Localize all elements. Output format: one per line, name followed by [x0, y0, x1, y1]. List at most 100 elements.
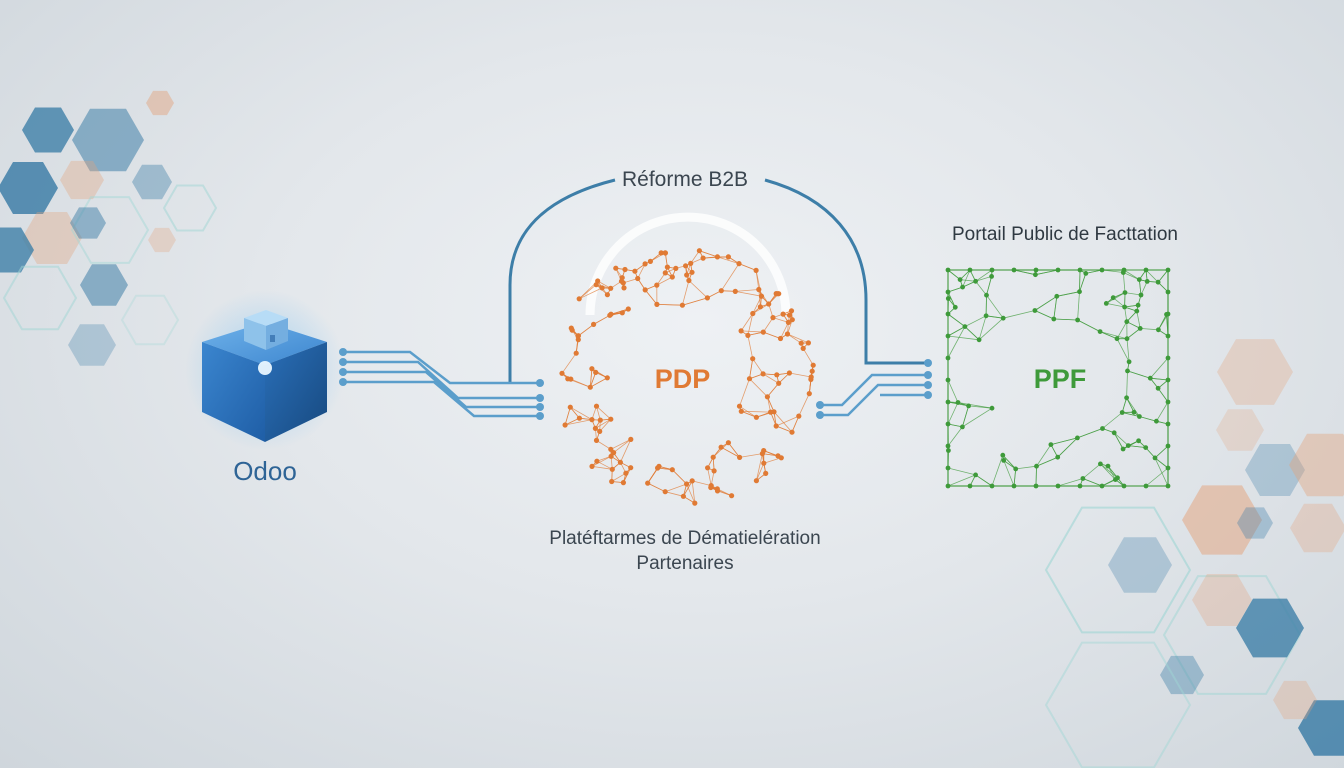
network-node [710, 454, 716, 460]
network-node [673, 265, 679, 271]
network-edge [762, 373, 779, 384]
network-node [725, 440, 732, 446]
network-node [568, 325, 574, 331]
network-node [764, 394, 771, 400]
network-node [989, 483, 995, 489]
network-node [788, 308, 795, 314]
network-edge [960, 279, 976, 282]
connector-dot [536, 394, 544, 402]
network-edge [763, 331, 781, 339]
network-node [753, 414, 760, 420]
network-edge [947, 379, 959, 403]
odoo-label: Odoo [233, 456, 297, 486]
network-edge [962, 405, 969, 428]
network-node [608, 453, 614, 459]
network-node [1165, 333, 1171, 339]
ppf-title: Portail Public de Facttation [951, 224, 1178, 245]
network-edge [1079, 273, 1087, 292]
network-node [1051, 316, 1057, 322]
network-edge [577, 324, 594, 337]
connector-line [820, 383, 928, 417]
network-edge [1126, 321, 1141, 329]
reform-b2b-label: Réforme B2B [621, 168, 749, 191]
network-node [750, 310, 756, 317]
network-node [597, 417, 603, 423]
network-node [1137, 326, 1143, 331]
connector-dot [536, 412, 544, 420]
network-node [1077, 483, 1083, 489]
network-edge [728, 442, 740, 458]
network-node [589, 417, 595, 423]
pdp-caption-line2: Partenaires [636, 553, 734, 574]
network-node [1000, 315, 1006, 321]
network-edge [1106, 303, 1125, 308]
network-node [1054, 293, 1060, 299]
network-node [1122, 290, 1128, 295]
network-node [952, 304, 958, 310]
network-edge [1126, 370, 1128, 398]
network-edge [1003, 460, 1015, 487]
network-node [1152, 455, 1158, 461]
network-edge [752, 358, 764, 375]
network-node [1122, 304, 1127, 310]
connector-dot [536, 379, 544, 387]
network-node [1080, 476, 1086, 481]
network-node [609, 478, 615, 485]
connector-line [343, 350, 540, 385]
network-node [688, 260, 694, 266]
hexagon-outline [2, 265, 78, 331]
network-node [786, 312, 793, 318]
network-node [1165, 421, 1171, 427]
network-edge [749, 358, 754, 379]
connector-line [343, 380, 540, 418]
network-node [622, 266, 628, 273]
network-node [945, 311, 951, 317]
network-edge [1157, 269, 1169, 283]
network-edge [1003, 460, 1016, 470]
reform-arc-right [764, 178, 930, 365]
network-edge [1035, 269, 1059, 276]
network-edge [656, 276, 673, 286]
network-node [773, 291, 779, 297]
network-edge [975, 281, 987, 296]
network-node [753, 478, 760, 484]
network-edge [1122, 440, 1139, 450]
network-node [1136, 438, 1141, 444]
network-edge [1057, 437, 1078, 458]
network-edge [763, 457, 782, 464]
network-node [1013, 466, 1019, 472]
network-edge [1123, 272, 1140, 280]
pdp-caption: Platéftarmes de Dématielération Partenai… [505, 526, 865, 576]
pdp-network-ring [559, 248, 816, 506]
network-node [1110, 295, 1116, 301]
network-edge [589, 368, 593, 388]
network-node [632, 268, 638, 274]
network-node [654, 282, 660, 288]
network-node [967, 267, 973, 273]
network-edge [947, 423, 963, 428]
hexagon [1289, 433, 1344, 497]
network-node [1032, 308, 1038, 313]
network-node [784, 331, 791, 337]
network-edge [762, 317, 774, 333]
network-node [611, 450, 617, 456]
network-edge [1127, 370, 1151, 379]
network-edge [1140, 281, 1148, 296]
network-node [732, 288, 738, 294]
network-edge [589, 372, 597, 388]
network-edge [735, 289, 759, 292]
cube-right-face [265, 342, 327, 442]
network-node [1165, 267, 1171, 273]
network-node [945, 443, 951, 449]
network-node [575, 333, 582, 339]
network-node [770, 315, 776, 321]
network-edge [1077, 319, 1101, 332]
odoo-cube-icon [185, 290, 345, 450]
network-edge [1157, 388, 1169, 403]
network-node [1155, 385, 1161, 391]
network-node [576, 296, 582, 302]
ppf-network-square [945, 267, 1171, 489]
network-node [628, 436, 634, 442]
network-node [689, 478, 695, 484]
network-edge [637, 263, 646, 279]
